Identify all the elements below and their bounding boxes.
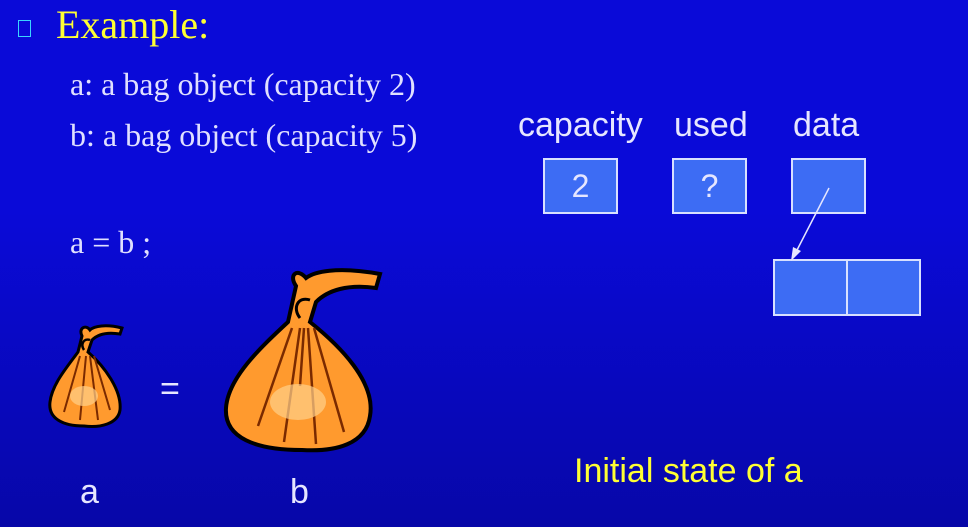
line-b-description: b: a bag object (capacity 5) [70,117,418,153]
bag-icon [223,268,383,453]
capacity-label: capacity [518,106,643,144]
used-label: used [674,106,748,144]
slide-heading: Example: [56,2,210,47]
bag-icon [48,324,124,428]
equals-sign: = [160,370,180,408]
capacity-value: 2 [571,167,590,204]
array-cell [846,259,921,316]
caption: Initial state of a [574,452,803,490]
line-a-description: a: a bag object (capacity 2) [70,66,416,102]
assignment-statement: a = b ; [70,224,152,260]
bag-b-label: b [290,473,309,511]
used-box: ? [672,158,747,214]
data-label: data [793,106,860,144]
used-value: ? [700,167,719,204]
square-bullet-icon [18,20,31,37]
data-pointer-box [791,158,866,214]
capacity-box: 2 [543,158,618,214]
bag-a-label: a [80,473,99,511]
